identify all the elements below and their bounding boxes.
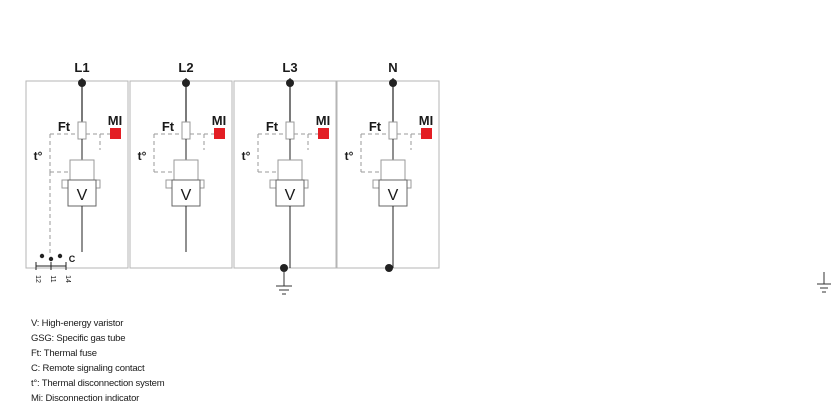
module-enclosure: [233, 80, 337, 269]
disconnection-indicator: [421, 128, 432, 139]
ground-terminal-dot: [385, 264, 393, 272]
remote-contact: C 12 11 14: [34, 172, 76, 283]
contact-dot: [39, 253, 45, 259]
module-enclosure: [25, 80, 129, 269]
terminal-dot: [286, 79, 294, 87]
legend: V: High-energy varistor GSG: Specific ga…: [31, 316, 165, 406]
thermal-fuse: [181, 121, 191, 140]
varistor-housing: [277, 159, 303, 183]
terminal-label: 14: [64, 275, 71, 283]
thermal-fuse: [77, 121, 87, 140]
fuse-label: Ft: [369, 119, 382, 134]
fuse-label: Ft: [266, 119, 279, 134]
line-label: L1: [74, 60, 89, 75]
terminal-dot: [182, 79, 190, 87]
thermal-fuse: [388, 121, 398, 140]
legend-item-thermal-fuse: Ft: Thermal fuse: [31, 348, 97, 359]
disconnection-indicator: [214, 128, 225, 139]
thermal-label: t°: [345, 149, 354, 163]
indicator-label: MI: [419, 113, 433, 128]
varistor: [67, 179, 97, 207]
legend-item-varistor: V: High-energy varistor: [31, 318, 124, 329]
module-n: N Ft MI t° V: [336, 60, 440, 269]
indicator-label: MI: [212, 113, 226, 128]
line-label: L3: [282, 60, 297, 75]
indicator-label: MI: [316, 113, 330, 128]
varistor-housing: [173, 159, 199, 183]
thermal-label: t°: [34, 149, 43, 163]
ground-terminal-dot: [280, 264, 288, 272]
varistor: [275, 179, 305, 207]
ground-symbol: [276, 270, 292, 295]
varistor-label: V: [181, 187, 192, 204]
disconnection-indicator: [110, 128, 121, 139]
legend-item-gas-tube: GSG: Specific gas tube: [31, 333, 126, 344]
fuse-label: Ft: [58, 119, 71, 134]
terminal-dot: [78, 79, 86, 87]
contact-dot: [48, 256, 54, 262]
legend-item-indicator: Mi: Disconnection indicator: [31, 393, 140, 404]
contact-label: C: [69, 254, 76, 264]
varistor-housing: [380, 159, 406, 183]
varistor-label: V: [285, 187, 296, 204]
legend-item-thermal-disconnection: t°: Thermal disconnection system: [31, 378, 165, 389]
varistor-housing: [69, 159, 95, 183]
thermal-fuse: [285, 121, 295, 140]
terminal-label: 11: [49, 275, 56, 282]
varistor-label: V: [388, 187, 399, 204]
fuse-label: Ft: [162, 119, 175, 134]
ground-symbol: [817, 272, 831, 293]
legend-item-remote-contact: C: Remote signaling contact: [31, 363, 145, 374]
varistor-label: V: [77, 187, 88, 204]
line-label: N: [388, 60, 397, 75]
thermal-label: t°: [242, 149, 251, 163]
terminal-dot: [389, 79, 397, 87]
diagram-extras: [276, 270, 831, 295]
module-enclosure: [129, 80, 233, 269]
contact-dot: [57, 253, 63, 259]
terminal-label: 12: [34, 275, 41, 283]
thermal-label: t°: [138, 149, 147, 163]
indicator-label: MI: [108, 113, 122, 128]
disconnection-indicator: [318, 128, 329, 139]
module-enclosure: [336, 80, 440, 269]
line-label: L2: [178, 60, 193, 75]
